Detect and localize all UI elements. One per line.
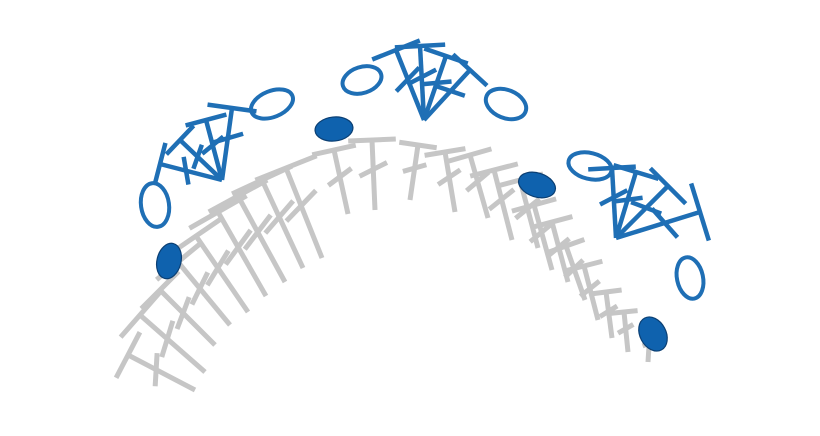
chain-oval-icon <box>566 150 614 182</box>
base-row-stitch <box>590 287 622 339</box>
base-row-stitch <box>311 142 357 215</box>
slip-stitch-row <box>155 116 668 352</box>
fan-double-crochet <box>422 52 489 122</box>
base-row-stitch <box>139 269 217 347</box>
chain-oval-icon <box>483 86 529 122</box>
fan-double-crochet <box>612 163 660 239</box>
chain-oval-icon <box>340 64 384 96</box>
base-row-stitch <box>254 153 325 259</box>
fan-shell-1 <box>152 102 257 186</box>
base-row-stitch <box>424 146 466 213</box>
base-row-stitch <box>610 308 638 353</box>
fan-double-crochet <box>615 182 711 242</box>
base-row-stitch <box>447 146 493 219</box>
base-row-stitch <box>469 161 519 241</box>
slip-stitch-icon <box>638 316 668 352</box>
slip-stitch-icon <box>155 242 183 280</box>
base-row-stitch <box>207 177 288 284</box>
fan-double-crochet <box>207 102 257 181</box>
chain-oval-icon <box>138 181 172 229</box>
chain-row <box>138 64 706 301</box>
slip-stitch-icon <box>517 171 557 199</box>
base-row <box>113 136 662 393</box>
fan-double-crochet <box>152 142 223 186</box>
chain-oval-icon <box>674 255 706 301</box>
base-row-stitch <box>188 193 269 298</box>
slip-stitch-icon <box>314 116 354 142</box>
base-row-stitch <box>511 196 557 271</box>
base-row-stitch <box>348 136 396 211</box>
base-row-stitch <box>113 331 197 393</box>
fan-shell-2 <box>371 38 489 122</box>
fan-row <box>152 38 711 242</box>
chain-oval-icon <box>249 87 295 121</box>
base-row-stitch <box>398 139 438 201</box>
fan-shell-3 <box>588 163 711 242</box>
fan-double-crochet <box>164 124 224 182</box>
